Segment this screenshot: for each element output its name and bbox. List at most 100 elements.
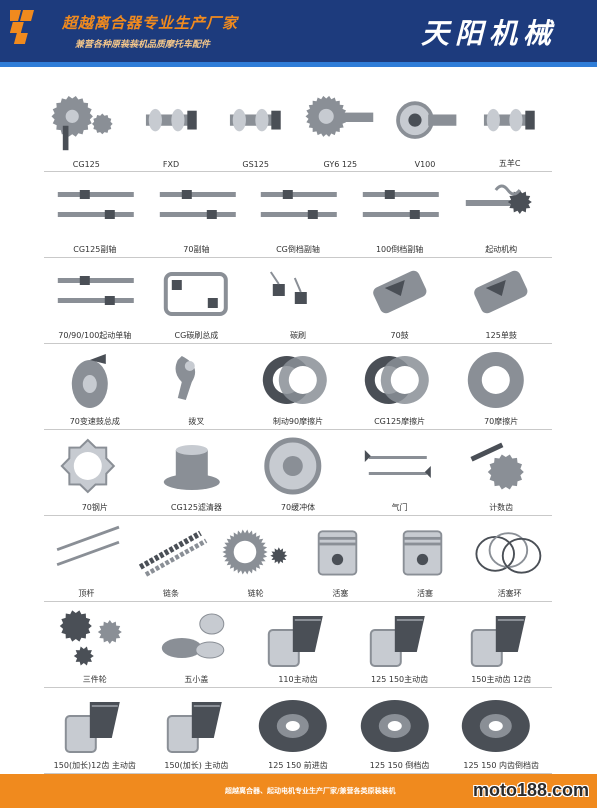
product-label: 150(加长) 主动齿 xyxy=(164,761,229,770)
friction-disc-icon xyxy=(468,352,525,408)
product-label: 拨叉 xyxy=(188,417,205,426)
product-row: 顶杆链条链轮活塞活塞活塞环 xyxy=(44,516,552,602)
product-label: 顶杆 xyxy=(78,589,95,598)
product-row: 三件轮五小盖 110主动齿 125 150主动齿 150主动齿 12齿 xyxy=(44,602,552,688)
clutch-plates-icon xyxy=(262,356,327,404)
product-item: 70钢片 xyxy=(44,430,146,515)
bevel-gear-icon xyxy=(267,616,323,667)
product-label: CG125 xyxy=(72,160,100,169)
piston-icon xyxy=(317,530,358,576)
product-item: V100 xyxy=(383,86,468,171)
product-item: 链条 xyxy=(129,516,214,601)
product-item: 拨叉 xyxy=(146,344,248,429)
counter-gear-icon xyxy=(470,442,525,490)
bevel-gear-icon xyxy=(369,616,425,667)
shafts-icon xyxy=(57,276,134,305)
product-label: V100 xyxy=(414,160,436,169)
product-label: 125 150 内齿倒档齿 xyxy=(463,761,539,770)
product-label: 150(加长)12齿 主动齿 xyxy=(53,761,136,770)
chain-icon xyxy=(138,530,207,577)
shafts-icon xyxy=(159,190,236,219)
product-item: 125 150 前进齿 xyxy=(247,688,349,773)
shift-drum-icon xyxy=(71,354,108,408)
covers-icon xyxy=(161,613,224,659)
product-label: CG125副轴 xyxy=(73,245,117,254)
product-label: 链轮 xyxy=(247,589,264,598)
product-label: 125 150 前进齿 xyxy=(268,761,328,770)
product-item: 五小盖 xyxy=(146,602,248,687)
product-item: 活塞 xyxy=(383,516,468,601)
product-label: 125单鼓 xyxy=(485,331,517,340)
product-label: 70副轴 xyxy=(183,245,210,254)
product-item: 70鼓 xyxy=(349,258,451,343)
product-row: 70变速鼓总成拨叉 制动90摩擦片 CG125摩擦片 70摩擦片 xyxy=(44,344,552,430)
product-label: CG碳刷总成 xyxy=(174,331,219,340)
product-item: 活塞 xyxy=(298,516,383,601)
camshaft-gear-icon xyxy=(305,95,374,137)
product-item: 计数齿 xyxy=(450,430,552,515)
shafts-icon xyxy=(57,190,134,219)
drum-icon xyxy=(474,270,528,314)
steel-plate-icon xyxy=(60,438,116,494)
three-gears-icon xyxy=(59,610,122,666)
crown-gear-icon xyxy=(462,700,531,752)
product-item: CG碳刷总成 xyxy=(146,258,248,343)
sprockets-icon xyxy=(222,529,288,575)
product-label: CG125滤清器 xyxy=(170,503,222,512)
product-item: 70副轴 xyxy=(146,172,248,257)
product-label: 起动机构 xyxy=(485,245,518,254)
product-label: CG倒档副轴 xyxy=(276,245,320,254)
product-row: CG125副轴 70副轴 CG倒档副轴 100倒档副轴 起动机构 xyxy=(44,172,552,258)
product-item: 70缓冲体 xyxy=(247,430,349,515)
product-item: CG125滤清器 xyxy=(146,430,248,515)
hub-icon xyxy=(264,437,322,495)
product-item: 70摩擦片 xyxy=(450,344,552,429)
product-label: 70/90/100起动单轴 xyxy=(58,331,132,340)
product-item: GY6 125 xyxy=(298,86,383,171)
product-item: 碳刷 xyxy=(247,258,349,343)
product-label: 气门 xyxy=(391,503,408,512)
product-item: 链轮 xyxy=(213,516,298,601)
bevel-gear-icon xyxy=(64,702,120,753)
product-item: 三件轮 xyxy=(44,602,146,687)
header-bar: 超越离合器专业生产厂家 兼营各种原装装机品质摩托车配件 天阳机械 xyxy=(0,0,597,67)
brand-name: 天阳机械 xyxy=(420,17,557,50)
product-item: 125 150主动齿 xyxy=(349,602,451,687)
product-label: 110主动齿 xyxy=(278,675,318,684)
product-item: 125单鼓 xyxy=(450,258,552,343)
product-label: 70鼓 xyxy=(390,331,409,340)
product-label: GY6 125 xyxy=(323,160,358,169)
clutch-plates-icon xyxy=(364,356,429,404)
product-item: 70变速鼓总成 xyxy=(44,344,146,429)
product-item: 125 150 倒档齿 xyxy=(349,688,451,773)
gear-set-icon xyxy=(51,95,113,151)
product-label: 100倒档副轴 xyxy=(375,245,424,254)
product-item: 气门 xyxy=(349,430,451,515)
product-row: 70钢片 CG125滤清器 70缓冲体气门 计数齿 xyxy=(44,430,552,516)
camshaft-icon xyxy=(484,108,536,132)
fork-icon xyxy=(175,356,195,400)
valves-icon xyxy=(364,450,431,478)
product-label: 125 150主动齿 xyxy=(371,675,429,684)
product-item: 顶杆 xyxy=(44,516,129,601)
product-label: GS125 xyxy=(242,160,269,169)
product-label: 五羊C xyxy=(498,159,521,168)
product-label: 活塞 xyxy=(416,589,433,598)
header-title: 超越离合器专业生产厂家 xyxy=(62,14,239,32)
drum-icon xyxy=(372,270,427,314)
product-label: 125 150 倒档齿 xyxy=(369,761,430,770)
product-item: GS125 xyxy=(213,86,298,171)
product-row: 150(加长)12齿 主动齿 150(加长) 主动齿 125 150 前进齿 125 … xyxy=(44,688,552,774)
product-item: 五羊C xyxy=(467,86,552,171)
product-item: 150主动齿 12齿 xyxy=(450,602,552,687)
header-subtitle: 兼营各种原装装机品质摩托车配件 xyxy=(75,40,211,50)
product-label: FXD xyxy=(162,160,180,169)
product-label: 制动90摩擦片 xyxy=(272,417,324,426)
product-item: FXD xyxy=(129,86,214,171)
product-item: CG125摩擦片 xyxy=(349,344,451,429)
watermark: moto188.com xyxy=(472,780,589,800)
product-label: CG125摩擦片 xyxy=(374,417,426,426)
product-label: 五小盖 xyxy=(184,675,209,684)
product-label: 计数齿 xyxy=(489,503,514,512)
